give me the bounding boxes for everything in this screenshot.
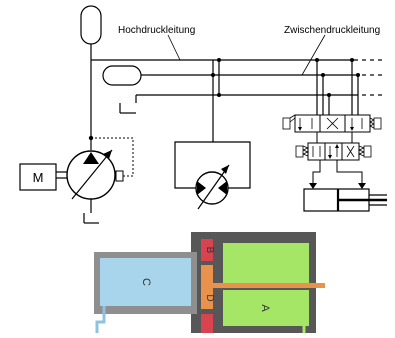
chamber-c-label: C	[140, 278, 152, 286]
return-line	[119, 94, 382, 114]
motor-label: M	[33, 170, 44, 185]
electric-motor	[19, 163, 57, 191]
label-leaders	[167, 34, 326, 76]
hydraulic-motor-circuit	[174, 58, 251, 189]
pump-supply-line	[88, 60, 134, 182]
cylinder-feed-lines	[309, 160, 366, 189]
valve-supply-lines	[315, 58, 360, 115]
intermediate-accumulator	[102, 65, 150, 86]
cylinder-symbol	[303, 188, 387, 212]
lower-valve	[295, 132, 372, 161]
intermediate-pressure-line-label: Zwischendruckleitung	[284, 25, 380, 36]
chamber-a-label: A	[259, 304, 271, 312]
chamber-d-label: D	[204, 294, 215, 301]
chamber-b-label: B	[204, 247, 215, 254]
cylinder-cutaway	[94, 232, 325, 333]
variable-pump	[56, 149, 116, 224]
hydraulic-motor	[195, 164, 230, 210]
high-pressure-accumulator	[80, 5, 102, 60]
high-pressure-line-label: Hochdruckleitung	[118, 25, 195, 36]
upper-valve-pair	[282, 114, 382, 133]
